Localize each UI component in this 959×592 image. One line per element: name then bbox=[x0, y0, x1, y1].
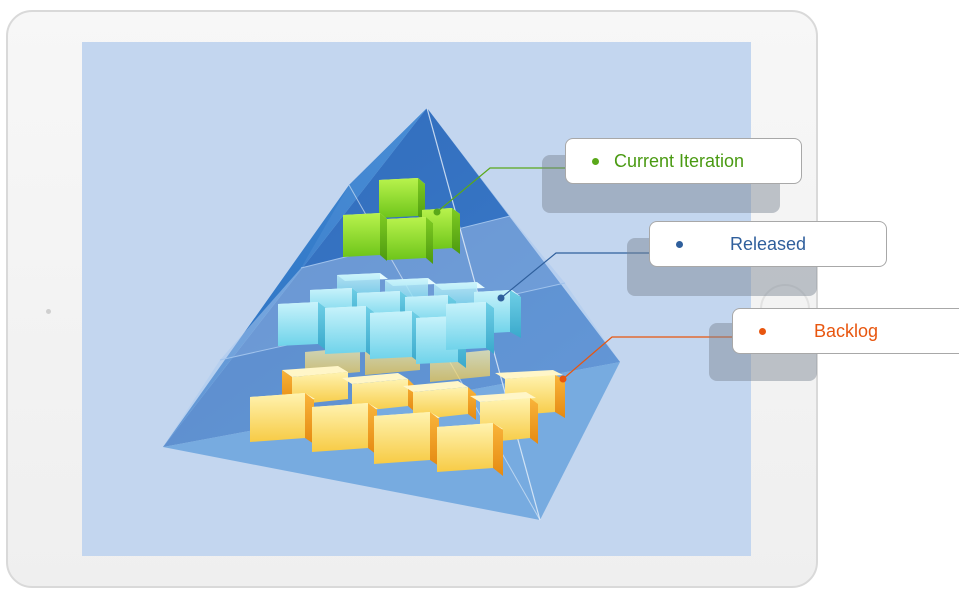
block bbox=[343, 213, 387, 261]
block bbox=[422, 208, 460, 254]
connectors bbox=[433, 167, 763, 383]
bullet-dot bbox=[759, 327, 766, 335]
block bbox=[446, 302, 494, 354]
bullet-dot bbox=[676, 240, 683, 248]
callout-backlog: Backlog bbox=[732, 308, 959, 354]
block bbox=[250, 393, 315, 444]
block bbox=[374, 412, 440, 466]
block bbox=[325, 306, 374, 358]
block bbox=[403, 381, 476, 420]
camera-dot bbox=[46, 309, 51, 314]
released-blocks bbox=[278, 273, 521, 368]
block bbox=[278, 302, 326, 350]
bullet-dot bbox=[592, 157, 599, 165]
current-iteration-blocks bbox=[343, 178, 460, 264]
callout-released: Released bbox=[649, 221, 887, 267]
block bbox=[437, 423, 503, 476]
block bbox=[387, 217, 433, 264]
block bbox=[379, 178, 425, 222]
block bbox=[312, 403, 378, 455]
layer-label: Backlog bbox=[813, 320, 879, 341]
callout-current-iteration: Current Iteration bbox=[565, 138, 802, 184]
layer-label: Released bbox=[729, 233, 807, 254]
layer-label: Current Iteration bbox=[614, 150, 745, 171]
block bbox=[370, 311, 420, 363]
